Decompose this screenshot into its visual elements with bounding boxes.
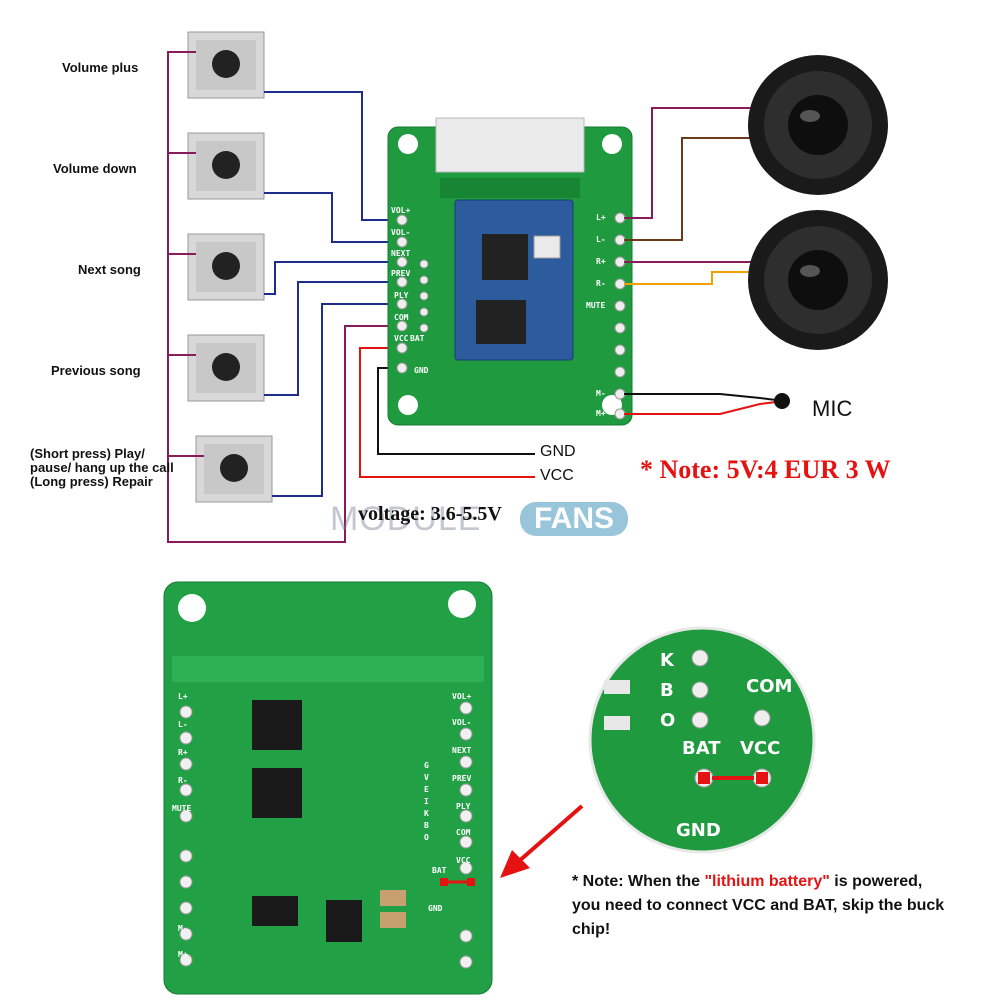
mic-wires xyxy=(624,393,777,415)
note-prefix: * Note: When the xyxy=(572,873,705,890)
com-wire xyxy=(167,51,392,543)
red-arrow-icon xyxy=(500,804,584,878)
bottom-pin-label-ply: PLY xyxy=(456,802,471,811)
vcc-wire-label: VCC xyxy=(540,467,574,484)
bottom-pin-label-l-plus: L+ xyxy=(178,692,188,701)
label-previous-song: Previous song xyxy=(51,363,141,378)
speaker-wires xyxy=(624,107,760,285)
label-next-song: Next song xyxy=(78,262,141,277)
bottom-pin-label-vol-minus: VOL- xyxy=(452,718,472,727)
bottom-pcb-board xyxy=(163,581,493,995)
zoom-label-vcc: VCC xyxy=(740,738,781,759)
voltage-label: voltage: 3.6-5.5V xyxy=(358,503,502,525)
pin-label-mute: MUTE xyxy=(586,301,606,310)
bottom-pin-label-gnd: GND xyxy=(428,904,443,913)
zoom-magnifier xyxy=(588,626,816,854)
pin-label-vol-minus: VOL- xyxy=(391,228,411,237)
zoom-label-gnd: GND xyxy=(676,820,721,841)
push-button-previous-song[interactable] xyxy=(187,334,265,402)
top-pcb-board xyxy=(387,117,633,426)
zoom-label-com: COM xyxy=(746,676,793,697)
pin-label-m-plus: M+ xyxy=(596,409,606,418)
bottom-pin-label-r-minus: R- xyxy=(178,776,188,785)
zoom-label-bat: BAT xyxy=(682,738,721,759)
zoom-letter-b: B xyxy=(660,680,674,701)
push-button-volume-plus[interactable] xyxy=(187,31,265,99)
top-board-left-pins xyxy=(396,214,408,374)
pin-label-m-minus: M- xyxy=(596,389,606,398)
note-suffix: is powered, you need to connect VCC and … xyxy=(572,873,945,938)
bottom-board-left-pins xyxy=(179,705,193,967)
zoom-letter-k: K xyxy=(660,650,674,671)
pin-label-l-minus: L- xyxy=(596,235,606,244)
button-wires xyxy=(264,91,392,497)
mic-label: MIC xyxy=(812,396,853,421)
push-button-next-song[interactable] xyxy=(187,233,265,301)
note-power: * Note: 5V:4 EUR 3 W xyxy=(640,455,891,484)
pin-label-vcc: VCC xyxy=(394,334,409,343)
pin-label-next: NEXT xyxy=(391,249,411,258)
bottom-pin-label-prev: PREV xyxy=(452,774,472,783)
bottom-pin-label-m-minus: M- xyxy=(178,924,188,933)
note-highlight: "lithium battery" xyxy=(704,873,830,890)
pin-label-com: COM xyxy=(394,313,409,322)
bottom-pin-label-m-plus: M+ xyxy=(178,950,188,959)
speaker-left-icon xyxy=(748,55,888,195)
push-button-play-pause[interactable] xyxy=(195,435,273,503)
bottom-pin-label-vol-plus: VOL+ xyxy=(452,692,472,701)
pin-label-vol-plus: VOL+ xyxy=(391,206,411,215)
push-button-volume-down[interactable] xyxy=(187,132,265,200)
bottom-board-vertical-text: GVEIKBO xyxy=(424,761,429,842)
bottom-board-right-pins xyxy=(459,701,473,969)
microphone-icon xyxy=(774,393,790,409)
pin-label-ply: PLY xyxy=(394,291,409,300)
bottom-pin-label-com: COM xyxy=(456,828,471,837)
bottom-pin-label-l-minus: L- xyxy=(178,720,188,729)
label-volume-plus: Volume plus xyxy=(62,60,139,75)
bottom-pin-label-next: NEXT xyxy=(452,746,472,755)
bottom-pin-label-r-plus: R+ xyxy=(178,748,188,757)
pin-label-gnd: GND xyxy=(414,366,429,375)
bat-vcc-jumper xyxy=(440,878,475,886)
bottom-pin-label-bat: BAT xyxy=(432,866,447,875)
bottom-pin-label-mute: MUTE xyxy=(172,804,192,813)
pin-label-r-minus: R- xyxy=(596,279,606,288)
top-board-mid-pins xyxy=(419,259,429,333)
label-volume-down: Volume down xyxy=(53,161,137,176)
bottom-pin-label-vcc: VCC xyxy=(456,856,471,865)
pin-label-r-plus: R+ xyxy=(596,257,606,266)
pin-label-bat: BAT xyxy=(410,334,425,343)
pin-label-l-plus: L+ xyxy=(596,213,606,222)
zoom-letter-o: O xyxy=(660,710,676,731)
gnd-wire-label: GND xyxy=(540,443,576,460)
label-play-pause: (Short press) Play/ pause/ hang up the c… xyxy=(30,446,174,489)
power-wires xyxy=(359,347,535,478)
note-lithium-battery: * Note: When the "lithium battery" is po… xyxy=(572,870,952,942)
speaker-right-icon xyxy=(748,210,888,350)
watermark-fans: FANS xyxy=(520,502,629,536)
pin-label-prev: PREV xyxy=(391,269,411,278)
watermark-module: MODULE xyxy=(330,500,482,538)
